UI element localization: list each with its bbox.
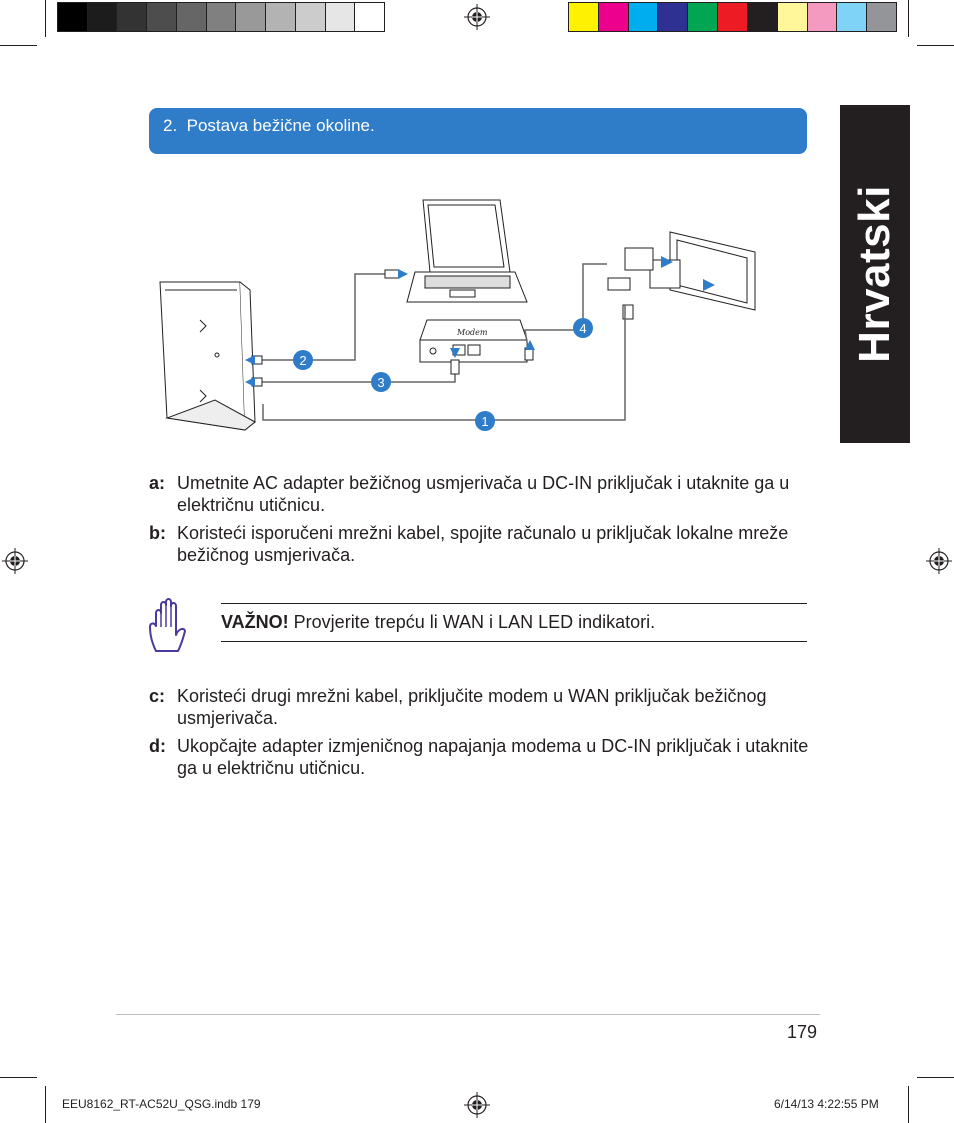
crop-mark	[917, 45, 954, 46]
slug-date: 6/14/13 4:22:55 PM	[774, 1097, 879, 1111]
grayscale-color-bar	[57, 2, 385, 32]
slug-file: EEU8162_RT-AC52U_QSG.indb 179	[62, 1097, 261, 1111]
process-color-swatch	[718, 3, 748, 31]
wall-outlet-illustration	[607, 231, 756, 320]
grayscale-swatch	[176, 3, 207, 31]
language-label: Hrvatski	[850, 185, 899, 363]
callout-4	[573, 318, 593, 338]
crop-mark	[908, 1086, 909, 1123]
laptop-illustration	[406, 199, 528, 303]
grayscale-swatch	[206, 3, 237, 31]
section-title: Postava bežične okoline.	[186, 116, 375, 135]
process-color-bar	[568, 2, 897, 32]
callout-4-label: 4	[579, 321, 586, 336]
process-color-swatch	[837, 3, 868, 31]
crop-mark	[917, 1077, 954, 1078]
grayscale-swatch	[236, 3, 267, 31]
callout-3-label: 3	[377, 375, 384, 390]
hand-icon	[149, 598, 186, 652]
crop-mark	[45, 1086, 46, 1123]
crop-mark	[0, 45, 37, 46]
callout-1	[475, 411, 495, 431]
registration-mark-icon	[2, 548, 28, 574]
step-text: Koristeći isporučeni mrežni kabel, spoji…	[177, 523, 789, 565]
modem-label: Modem	[456, 328, 488, 337]
note-top-rule	[221, 603, 807, 604]
process-color-swatch	[747, 3, 778, 31]
step-label: b:	[149, 523, 166, 543]
process-color-swatch	[867, 3, 896, 31]
modem-illustration	[419, 319, 528, 363]
grayscale-swatch	[87, 3, 118, 31]
step-label: a:	[149, 473, 166, 493]
language-side-tab: Hrvatski	[840, 105, 910, 443]
step-label: c:	[149, 686, 166, 706]
step-text: Koristeći drugi mrežni kabel, priključit…	[177, 686, 767, 728]
step-label: d:	[149, 736, 166, 756]
grayscale-swatch	[355, 3, 385, 31]
note-bottom-rule	[221, 641, 807, 642]
crop-mark	[908, 0, 909, 37]
registration-mark-icon	[926, 548, 952, 574]
step-text: Ukopčajte adapter izmjeničnog napajanja …	[177, 736, 809, 778]
callout-2-label: 2	[299, 353, 306, 368]
callout-2	[293, 350, 313, 370]
section-heading: 2. Postava bežične okoline.	[163, 116, 375, 136]
grayscale-swatch	[117, 3, 148, 31]
process-color-swatch	[569, 3, 599, 31]
footer-rule	[116, 1014, 820, 1015]
grayscale-swatch	[295, 3, 326, 31]
grayscale-swatch	[147, 3, 177, 31]
registration-mark-icon	[464, 1092, 490, 1118]
process-color-swatch	[598, 3, 629, 31]
callout-3	[371, 372, 391, 392]
grayscale-swatch	[325, 3, 356, 31]
crop-mark	[45, 0, 46, 37]
important-note: VAŽNO! Provjerite trepću li WAN i LAN LE…	[221, 612, 655, 633]
section-header: 2. Postava bežične okoline.	[149, 108, 807, 154]
note-text: Provjerite trepću li WAN i LAN LED indik…	[288, 612, 656, 632]
registration-mark-icon	[464, 4, 490, 30]
note-bold: VAŽNO!	[221, 612, 289, 632]
process-color-swatch	[688, 3, 719, 31]
page-number: 179	[787, 1022, 818, 1042]
section-number: 2.	[163, 116, 178, 135]
crop-mark	[0, 1077, 37, 1078]
router-illustration	[159, 281, 256, 431]
grayscale-swatch	[58, 3, 88, 31]
process-color-swatch	[658, 3, 689, 31]
connection-diagram: Modem 1 2 3 4	[159, 199, 756, 431]
grayscale-swatch	[266, 3, 296, 31]
process-color-swatch	[807, 3, 838, 31]
process-color-swatch	[628, 3, 659, 31]
callout-1-label: 1	[481, 414, 488, 429]
step-text: Umetnite AC adapter bežičnog usmjerivača…	[177, 473, 790, 515]
process-color-swatch	[777, 3, 808, 31]
